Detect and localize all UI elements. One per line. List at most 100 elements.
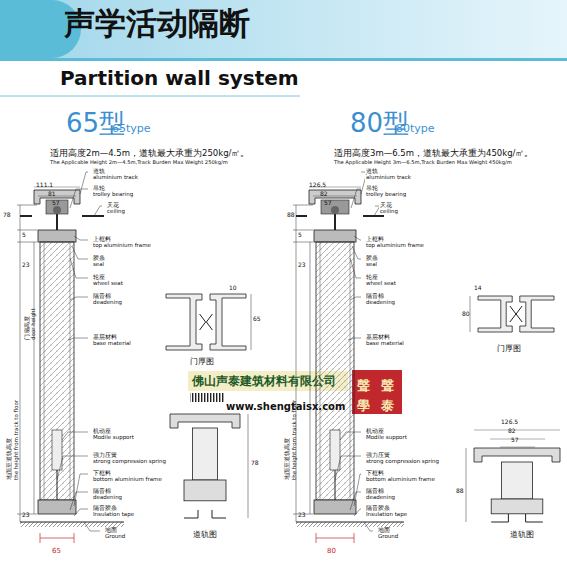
drawing-stroke	[351, 189, 361, 208]
drawing-stroke	[68, 338, 88, 340]
dimension: 80	[462, 311, 470, 317]
barcode	[190, 393, 224, 402]
dimension: 65	[52, 548, 61, 555]
drawing-stroke	[354, 236, 361, 240]
vertical-dimension: door height	[31, 308, 37, 340]
drawing-stroke	[17, 242, 37, 243]
drawing-stroke	[314, 500, 356, 514]
callout-label: 吊轮	[365, 185, 379, 191]
drawing-stroke	[330, 430, 340, 470]
watermark: 佛山声泰建筑材料有限公司	[192, 375, 336, 388]
drawing-stroke	[296, 215, 307, 217]
drawing-stroke	[354, 533, 355, 543]
drawing-stroke	[491, 514, 543, 522]
drawing-stroke	[46, 200, 68, 214]
callout-label: 强力压簧	[92, 452, 118, 458]
figure-caption: 道轨图	[510, 531, 534, 539]
drawing-stroke	[354, 474, 361, 506]
callout-label: deadening	[92, 495, 123, 501]
callout-label: 地面	[104, 527, 118, 533]
callout-label: 胶条	[92, 255, 106, 261]
callout-label: 上框料	[365, 236, 385, 242]
drawing-stroke	[74, 509, 88, 516]
vertical-dimension: 地面至道轨高度	[284, 438, 290, 480]
callout-label: 隔音棉	[365, 488, 385, 494]
drawing-stroke	[80, 172, 88, 194]
callout-label: 道轨	[92, 168, 106, 174]
callout-label: aluminium track	[365, 175, 412, 181]
drawing-stroke	[352, 246, 361, 259]
dimension: 5	[22, 232, 26, 238]
dimension: 65	[253, 316, 261, 322]
drawing-stroke	[210, 294, 246, 350]
drawing-stroke	[321, 200, 349, 214]
drawing-stroke	[57, 456, 88, 480]
drawing-stroke	[320, 242, 321, 500]
dimension: 57	[511, 437, 519, 443]
subtitle: Partition wall system	[60, 68, 299, 89]
drawing-stroke	[70, 297, 88, 300]
dimension: 57	[52, 200, 60, 206]
spec-note: 适用高度3m—6.5m，道轨最大承重为450kg/㎡。	[334, 149, 533, 158]
type-heading: 65type	[112, 123, 151, 135]
drawing-stroke	[316, 533, 317, 543]
dimension: 23	[22, 512, 30, 518]
drawing-stroke	[94, 206, 102, 216]
callout-label: 地面	[377, 527, 391, 533]
callout-label: seal	[365, 262, 378, 268]
drawing-stroke	[38, 196, 76, 197]
callout-label: 基层材料	[92, 334, 118, 340]
drawing-stroke	[293, 205, 313, 206]
dimension: 126.5	[309, 182, 326, 188]
callout-label: 隔音棉	[365, 293, 385, 299]
callout-label: 下框料	[92, 470, 112, 476]
callout-label: Modile support	[92, 435, 135, 441]
vertical-dimension: the height from track to floor	[14, 400, 20, 480]
callout-label: 轮座	[92, 274, 106, 280]
drawing-stroke	[56, 214, 58, 232]
callout-label: strong compression spring	[92, 459, 167, 465]
callout-label: 天花	[106, 202, 120, 208]
drawing-stroke	[491, 499, 543, 514]
drawing-stroke	[340, 432, 361, 440]
logo-text: 聲泰	[381, 376, 394, 415]
spec-note: The Applicable Height 2m—4.5m,Track Burd…	[50, 160, 228, 165]
drawing-stroke	[354, 509, 361, 516]
dimension: 23	[298, 512, 306, 518]
drawing-stroke	[53, 206, 61, 214]
drawing-stroke	[70, 189, 88, 208]
spec-note: The Applicable Height 3m—6.5m,Track Burd…	[334, 160, 512, 165]
callout-label: 强力压簧	[365, 452, 391, 458]
type-heading: 80type	[396, 123, 435, 135]
callout-label: top aluminium frame	[365, 243, 425, 249]
callout-label: 隔音胶条	[365, 505, 391, 511]
drawing-stroke	[313, 196, 357, 197]
callout-label: trolley bearing	[365, 192, 407, 198]
vertical-dimension: 门扇高度	[24, 316, 30, 340]
drawing-stroke	[314, 230, 356, 242]
dimension: 5	[298, 232, 302, 238]
drawing-stroke	[44, 242, 45, 500]
dimension: 78	[251, 460, 259, 466]
drawing-stroke	[74, 474, 88, 506]
dimension: 88	[456, 488, 464, 494]
callout-label: base material	[92, 341, 132, 347]
drawing-stroke	[17, 205, 37, 206]
dimension: 88	[287, 212, 295, 218]
drawing-stroke	[57, 470, 58, 500]
drawing-stroke	[40, 242, 74, 500]
drawing-stroke	[350, 258, 361, 278]
callout-label: 胶条	[365, 255, 379, 261]
drawing-stroke	[170, 414, 240, 428]
callout-label: wheel seat	[92, 281, 124, 287]
dimension: 10	[229, 285, 237, 291]
callout-label: Ground	[377, 534, 399, 540]
drawing-stroke	[350, 297, 361, 300]
callout-label: 天花	[379, 202, 393, 208]
drawing-stroke	[184, 480, 226, 501]
drawing-stroke	[17, 230, 37, 231]
figure-caption: 门厚图	[190, 358, 214, 366]
drawing-stroke	[20, 205, 21, 522]
drawing-stroke	[184, 510, 226, 518]
